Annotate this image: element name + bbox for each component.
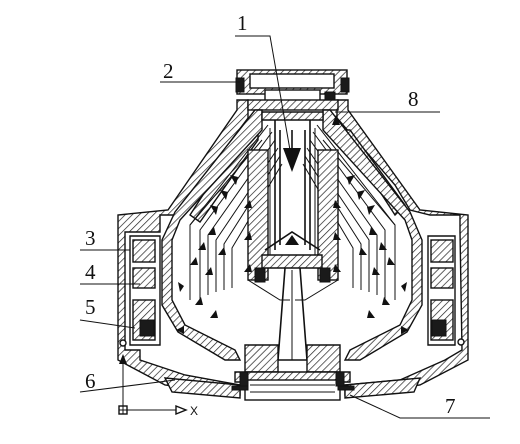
x-axis-label: X [190, 404, 198, 418]
coordinate-axis: X [118, 354, 198, 418]
disc-stack-right [295, 124, 396, 301]
feed-arrow [283, 148, 301, 172]
part-label-1: 1 [237, 11, 248, 35]
arrows-right [332, 115, 409, 334]
part-label-7: 7 [445, 394, 456, 418]
disc-stack-left [189, 124, 290, 301]
part-label-5: 5 [85, 295, 96, 319]
part-label-6: 6 [85, 369, 96, 393]
arrows-left [176, 175, 252, 334]
top-cap [235, 69, 350, 111]
flow-arrows [176, 115, 409, 334]
leader-lines [79, 35, 490, 419]
bottom-plate [163, 371, 422, 401]
housing-left [117, 99, 259, 396]
part-label-8: 8 [408, 87, 419, 111]
feed-tube [254, 111, 331, 283]
part-label-3: 3 [85, 226, 96, 250]
spindle [234, 267, 351, 383]
part-label-4: 4 [85, 260, 96, 284]
center-arrow [285, 235, 299, 245]
part-label-2: 2 [163, 59, 174, 83]
